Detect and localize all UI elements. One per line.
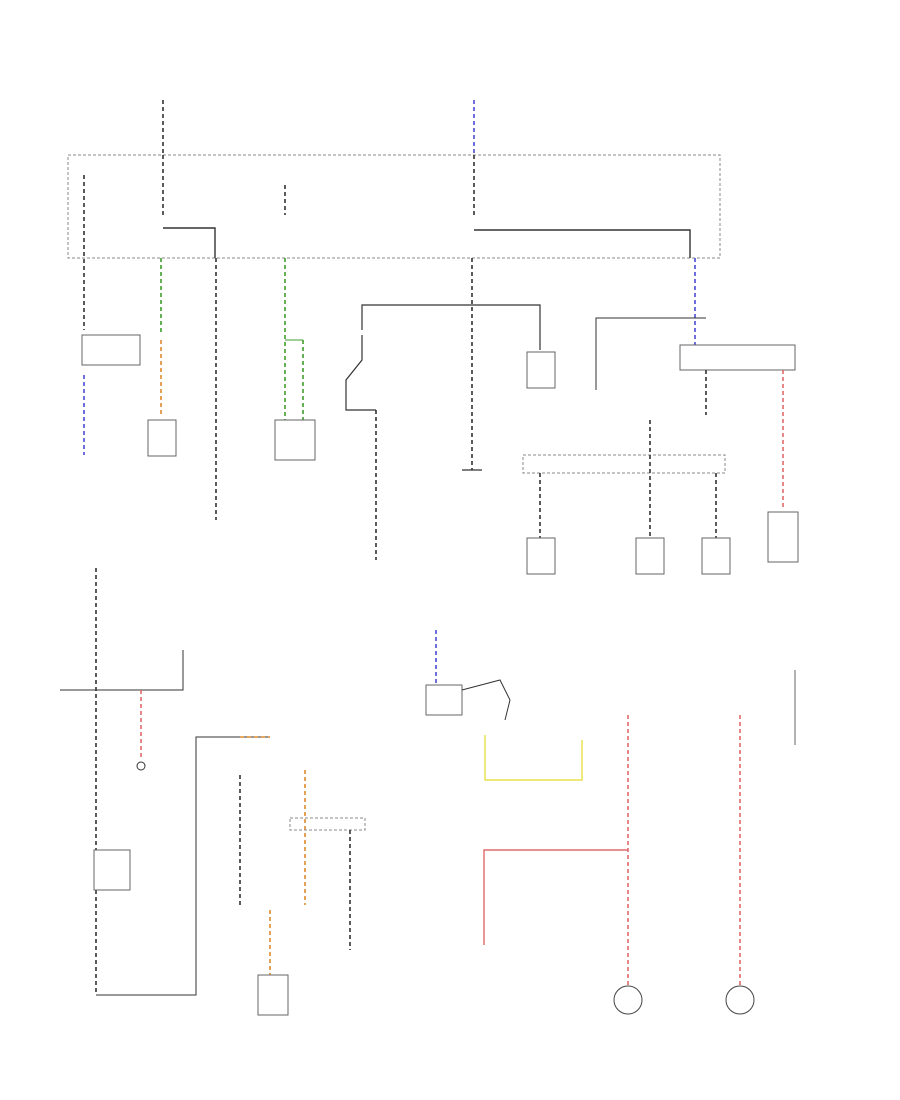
- component-far-right: [767, 511, 799, 563]
- component-center-right: [526, 351, 556, 389]
- component-junction-1: [526, 537, 556, 575]
- left-headlight: [613, 985, 643, 1015]
- top-power-section: [67, 100, 799, 575]
- junction-box: [522, 454, 726, 474]
- wire-relay-loop: [595, 317, 706, 390]
- ground-left: [136, 761, 146, 771]
- fuse-1-branch: [163, 227, 216, 258]
- wire-center-split: [361, 304, 541, 350]
- fuse-relay-box: [67, 154, 721, 259]
- wire-yellow: [484, 735, 583, 781]
- junction-lower: [289, 817, 366, 831]
- relay-box-right: [679, 344, 796, 371]
- wire-left-branch: [60, 650, 184, 691]
- wire-red-branch: [483, 849, 628, 945]
- warning-fuse-box: [81, 334, 141, 366]
- component-junction-2: [635, 537, 665, 575]
- wire-left-loop: [96, 736, 270, 996]
- right-headlight: [725, 985, 755, 1015]
- component-stop-light: [147, 419, 177, 457]
- switch-lower: [425, 684, 463, 716]
- component-left-lower: [93, 849, 131, 891]
- bottom-right-section: [425, 630, 796, 1015]
- component-bottom-a: [257, 974, 289, 1016]
- component-fan-relay: [274, 419, 316, 461]
- fuse-3-branch: [474, 229, 691, 258]
- switch-symbol: [345, 335, 376, 411]
- relay-coil: [461, 679, 511, 721]
- component-junction-3: [701, 537, 731, 575]
- bottom-left-section: [60, 568, 366, 1016]
